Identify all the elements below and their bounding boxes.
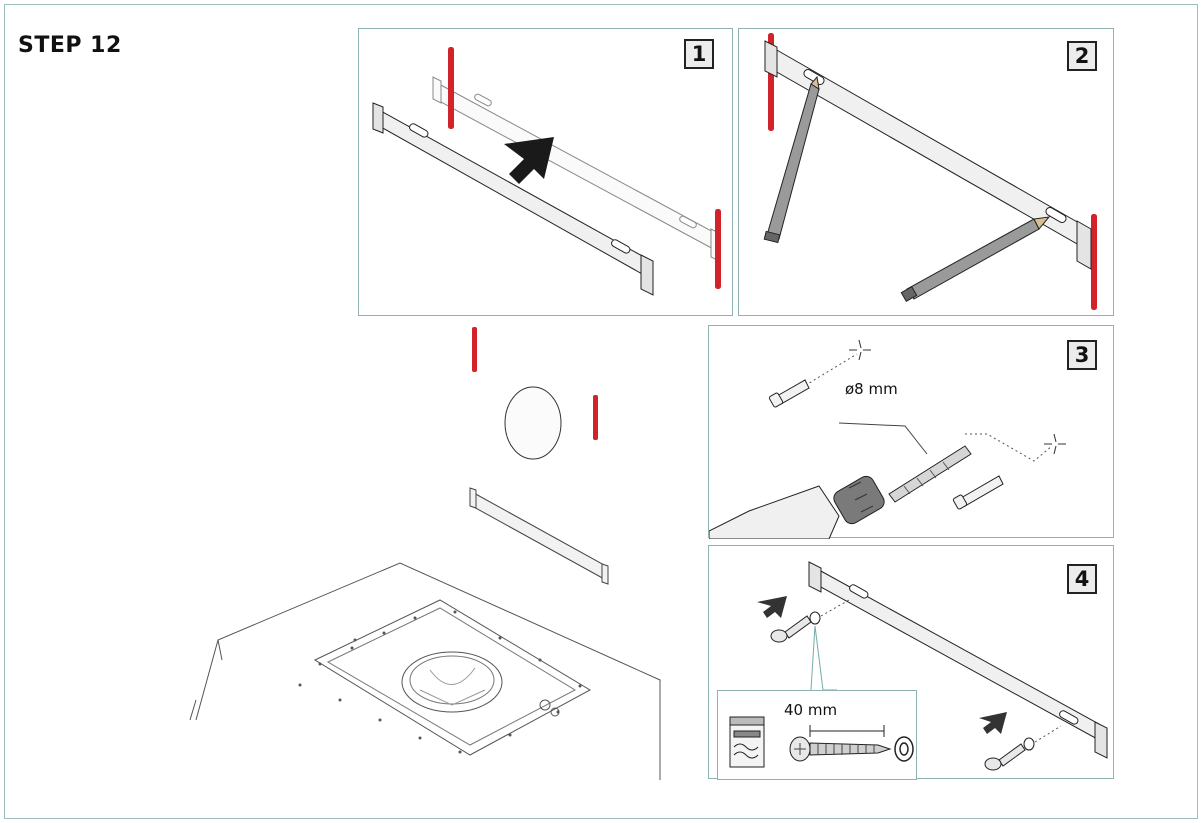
panel-3-number: 3	[1067, 340, 1097, 370]
hood-body	[189, 562, 661, 780]
drill-mark-left	[472, 327, 477, 372]
drill-mark-right	[593, 395, 598, 440]
small-bracket	[469, 487, 609, 585]
panel-4-illustration	[757, 561, 1108, 771]
drill-point-mark-top	[849, 339, 871, 361]
wall-mark-2b	[1091, 214, 1097, 310]
panel-2-number: 2	[1067, 41, 1097, 71]
callout-leader	[810, 625, 837, 691]
panel-4-number: 4	[1067, 564, 1097, 594]
screw-detail-callout: 40 mm	[717, 690, 917, 780]
panel-1-illustration	[372, 47, 721, 296]
page-frame	[4, 4, 1198, 819]
washer	[894, 736, 914, 762]
panel-2-illustration	[763, 33, 1097, 310]
screw-detail-illustration	[729, 716, 914, 768]
wall-plug-bottom	[952, 475, 1004, 510]
drill-size-leader	[838, 422, 928, 455]
drill-size-label: ø8 mm	[845, 380, 898, 398]
screw-40mm	[789, 736, 892, 762]
screw-bottom	[984, 737, 1035, 771]
hardware-bag-icon	[729, 716, 765, 768]
drill-bit	[888, 445, 972, 503]
panel-1: 1	[358, 28, 733, 316]
step-title: STEP 12	[18, 33, 122, 58]
duct-cap	[504, 386, 562, 460]
insert-arrow-top	[757, 596, 787, 618]
insert-arrow-bottom	[979, 712, 1007, 734]
panel-3-illustration	[709, 339, 1066, 539]
panel-4: 4	[708, 545, 1114, 780]
wall-plug-top	[768, 379, 810, 408]
pencil-right	[900, 216, 1051, 303]
panel-3: 3 ø8 mm	[708, 325, 1114, 539]
wall-bracket	[764, 40, 1092, 270]
panel-1-number: 1	[684, 39, 714, 69]
wall-mark-1b	[715, 209, 721, 289]
panel-2: 2	[738, 28, 1114, 316]
screw-length-label: 40 mm	[784, 701, 838, 719]
drill-point-mark-bottom	[1044, 433, 1066, 455]
screw-top	[770, 611, 821, 643]
wall-bracket	[372, 102, 654, 296]
move-arrow	[504, 137, 554, 184]
wall-bracket	[808, 561, 1108, 759]
hood-screw-holes	[298, 610, 582, 754]
pencil-left	[763, 75, 820, 244]
wall-mark-1a	[448, 47, 454, 129]
drill-body	[709, 475, 885, 539]
